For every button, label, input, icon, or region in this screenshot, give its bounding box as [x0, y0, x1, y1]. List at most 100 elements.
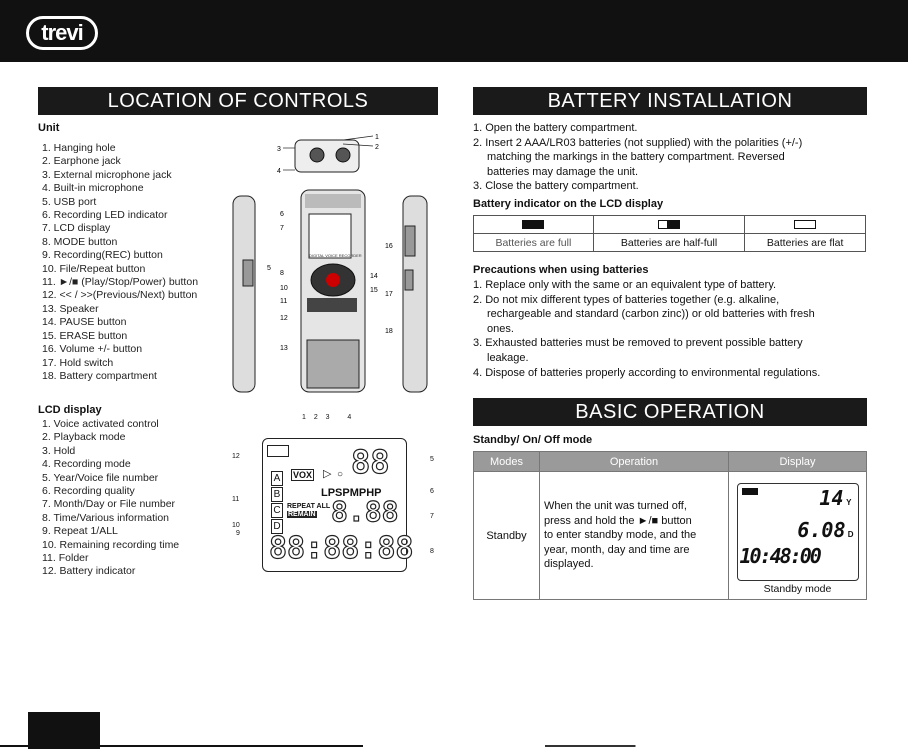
page-header: trevi [0, 0, 908, 62]
svg-text:7: 7 [280, 225, 284, 232]
folder-c: C [271, 503, 283, 518]
lcd-callouts-top: 1 2 3 4 [302, 414, 355, 421]
lcd-callout-9: 9 [236, 530, 240, 537]
battery-steps: 1. Open the battery compartment.2. Inser… [473, 121, 802, 194]
lcd-time-digits: 88:88:88 [268, 530, 414, 566]
unit-list-item: 10. File/Repeat button [42, 262, 146, 275]
battery-full-label: Batteries are full [473, 233, 594, 252]
lcd-callout-5: 5 [430, 456, 434, 463]
display-caption: Standby mode [763, 582, 832, 595]
lcd-list-item: 4. Recording mode [42, 458, 131, 471]
precaution-item: 1. Replace only with the same or an equi… [473, 279, 777, 291]
folder-b: B [271, 487, 283, 502]
unit-list-item: 15. ERASE button [42, 329, 128, 342]
lcd-list-item: 2. Playback mode [42, 431, 126, 444]
precaution-item: 2. Do not mix different types of batteri… [473, 293, 780, 306]
battery-step: batteries may damage the unit. [487, 165, 639, 178]
basic-operation-title: BASIC OPERATION [473, 398, 867, 426]
lcd-year-digits: 88 [350, 442, 390, 481]
lcd-list-item: 10. Remaining recording time [42, 538, 180, 551]
operation-line: When the unit was turned off, [544, 500, 687, 513]
precaution-item: rechargeable and standard (carbon zinc))… [487, 308, 815, 321]
unit-list-item: 5. USB port [42, 195, 97, 208]
unit-list-item: 4. Built-in microphone [42, 182, 144, 195]
lcd-heading: LCD display [38, 404, 102, 416]
lcd-battery-icon [267, 445, 289, 457]
operation-line: press and hold the ►/■ button [544, 514, 692, 527]
standby-mode-heading: Standby/ On/ Off mode [473, 434, 593, 446]
unit-list-item: 3. External microphone jack [42, 168, 172, 181]
lcd-quality: LPSPMPHP [321, 487, 382, 499]
standby-display: 14 Y 6.08 D 10:48:00 Standby mode [728, 471, 867, 600]
lcd-callout-12: 12 [232, 453, 240, 460]
svg-text:12: 12 [280, 315, 288, 322]
svg-text:6: 6 [280, 211, 284, 218]
lcd-callout-11: 11 [232, 496, 240, 503]
precautions-list: 1. Replace only with the same or an equi… [473, 278, 820, 380]
precaution-item: ones. [487, 322, 514, 335]
operation-table: Modes Operation Display Standby When the… [473, 451, 867, 600]
lcd-callout-8: 8 [430, 548, 434, 555]
lcd-list-item: 9. Repeat 1/ALL [42, 525, 118, 538]
display-year-suffix: Y [846, 497, 852, 507]
lcd-list-item: 5. Year/Voice file number [42, 471, 159, 484]
lcd-list-item: 7. Month/Day or File number [42, 498, 176, 511]
mode-standby: Standby [473, 471, 540, 600]
precautions-heading: Precautions when using batteries [473, 264, 649, 276]
unit-list-item: 17. Hold switch [42, 356, 114, 369]
battery-flat-label: Batteries are flat [744, 233, 866, 252]
operation-line: to enter standby mode, and the [544, 529, 697, 542]
battery-indicator-heading: Battery indicator on the LCD display [473, 198, 664, 210]
lcd-repeat: REPEAT ALL [287, 503, 331, 510]
lcd-callout-7: 7 [430, 513, 434, 520]
lcd-vox: VOX [291, 469, 315, 481]
svg-text:13: 13 [280, 345, 288, 352]
lcd-list-item: 11. Folder [42, 552, 89, 565]
unit-list-item: 2. Earphone jack [42, 155, 121, 168]
unit-list-item: 7. LCD display [42, 222, 111, 235]
unit-list-item: 8. MODE button [42, 235, 118, 248]
lcd-list-item: 12. Battery indicator [42, 565, 136, 578]
folder-a: A [271, 471, 283, 486]
trevi-logo: trevi [26, 16, 98, 50]
unit-list-item: 6. Recording LED indicator [42, 209, 168, 222]
unit-list-item: 11. ►/■ (Play/Stop/Power) button [42, 276, 199, 289]
battery-indicator-table: Batteries are full Batteries are half-fu… [473, 215, 866, 252]
battery-installation-title: BATTERY INSTALLATION [473, 87, 867, 115]
flat-battery-icon [744, 215, 866, 234]
lcd-remain: REMAIN [287, 511, 317, 518]
battery-step: matching the markings in the battery com… [487, 151, 785, 164]
unit-list-item: 1. Hanging hole [42, 142, 116, 154]
play-mode-icon: ▷ [323, 468, 332, 480]
lcd-callout-10: 10 [232, 522, 240, 529]
unit-list-item: 18. Battery compartment [42, 369, 157, 382]
location-of-controls-title: LOCATION OF CONTROLS [38, 87, 438, 115]
lcd-date-digits: 8.88 [330, 494, 399, 528]
full-battery-icon [473, 215, 594, 234]
half-battery-icon [592, 215, 746, 234]
battery-half-label: Batteries are half-full [592, 233, 746, 252]
svg-text:18: 18 [385, 328, 393, 335]
unit-list-item: 16. Volume +/- button [42, 343, 143, 356]
col-display: Display [728, 451, 867, 472]
svg-text:4: 4 [277, 168, 281, 175]
svg-text:3: 3 [277, 146, 281, 153]
page-tab-marker [28, 712, 100, 749]
battery-step: 3. Close the battery compartment. [473, 180, 639, 193]
svg-text:14: 14 [370, 273, 378, 280]
unit-heading: Unit [38, 122, 60, 134]
svg-text:8: 8 [280, 270, 284, 277]
operation-text: When the unit was turned off,press and h… [539, 471, 729, 600]
display-time: 10:48:00 [739, 543, 822, 568]
svg-text:17: 17 [385, 291, 393, 298]
col-modes: Modes [473, 451, 540, 472]
svg-text:1: 1 [375, 134, 379, 141]
svg-text:15: 15 [370, 287, 378, 294]
battery-step: 2. Insert 2 AAA/LR03 batteries (not supp… [473, 136, 803, 149]
record-mode-icon: ○ [337, 469, 344, 480]
unit-list-item: 9. Recording(REC) button [42, 249, 163, 262]
folder-d: D [271, 519, 283, 534]
